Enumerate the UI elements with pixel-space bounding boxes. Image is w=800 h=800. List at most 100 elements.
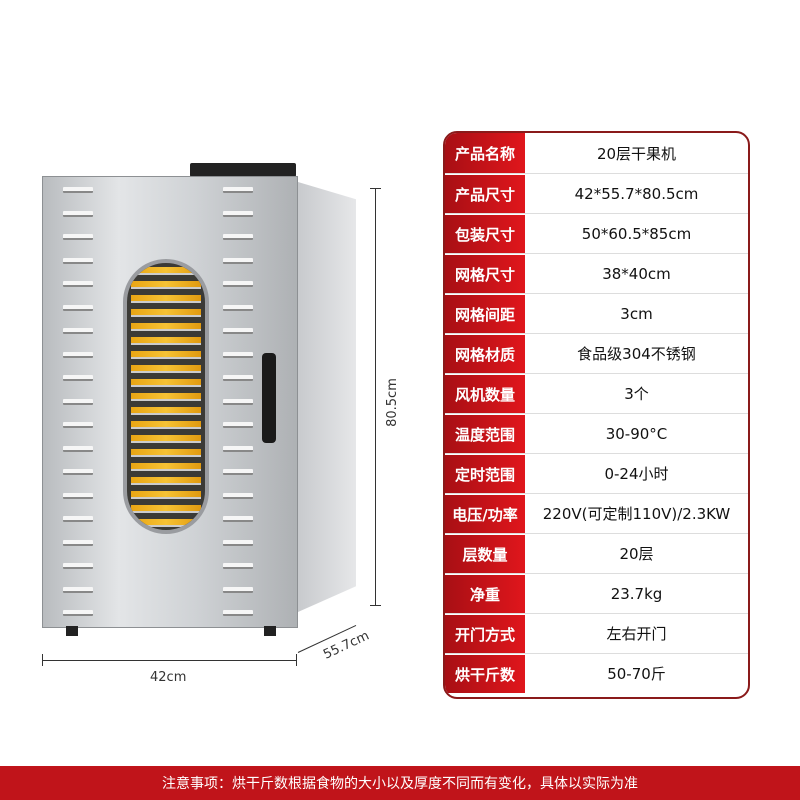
spec-value: 3cm xyxy=(620,304,653,323)
spec-value: 42*55.7*80.5cm xyxy=(574,184,699,203)
dim-tick xyxy=(296,654,297,666)
height-label: 80.5cm xyxy=(384,378,400,427)
dim-tick xyxy=(370,605,381,606)
machine-foot xyxy=(264,626,276,636)
vent-slot xyxy=(223,187,253,193)
vent-slot xyxy=(223,445,253,452)
footer-note: 注意事项：烘干斤数根据食物的大小以及厚度不同而有变化，具体以实际为准 xyxy=(0,766,800,800)
spec-value: 0-24小时 xyxy=(604,465,669,483)
spec-row: 包装尺寸 50*60.5*85cm xyxy=(445,213,748,253)
spec-row: 净重 23.7kg xyxy=(445,573,748,613)
drying-tray xyxy=(131,449,201,457)
vent-slot xyxy=(63,304,93,311)
vent-slot xyxy=(223,422,253,428)
vent-slot xyxy=(223,586,253,593)
machine-window xyxy=(123,259,209,534)
drying-tray xyxy=(131,421,201,429)
spec-label: 开门方式 xyxy=(445,614,525,653)
vent-slot xyxy=(63,563,93,569)
vent-slot xyxy=(63,398,93,405)
spec-label: 层数量 xyxy=(445,534,525,573)
drying-tray xyxy=(131,393,201,401)
vent-slot xyxy=(63,234,93,240)
vent-slot xyxy=(63,539,93,546)
vent-slot xyxy=(63,610,93,616)
vent-slot xyxy=(223,375,253,381)
drying-tray xyxy=(131,351,201,359)
vent-slot xyxy=(63,586,93,593)
spec-row: 温度范围 30-90°C xyxy=(445,413,748,453)
drying-tray xyxy=(131,365,201,373)
vent-slot xyxy=(223,398,253,405)
vent-slot xyxy=(63,516,93,522)
spec-label: 产品名称 xyxy=(445,133,525,173)
drying-tray xyxy=(131,309,201,317)
vent-slot xyxy=(223,351,253,358)
width-label: 42cm xyxy=(150,670,187,685)
spec-row: 定时范围 0-24小时 xyxy=(445,453,748,493)
vent-slot xyxy=(63,281,93,287)
width-dimension-line xyxy=(42,660,296,661)
spec-label: 网格尺寸 xyxy=(445,254,525,293)
vent-slot xyxy=(63,375,93,381)
drying-tray xyxy=(131,505,201,513)
drying-tray xyxy=(131,295,201,303)
drying-tray xyxy=(131,379,201,387)
spec-value: 20层 xyxy=(619,545,654,563)
depth-label: 55.7cm xyxy=(321,628,372,663)
drying-tray xyxy=(131,337,201,345)
vent-slot xyxy=(63,445,93,452)
vent-slot xyxy=(223,610,253,616)
spec-label: 烘干斤数 xyxy=(445,654,525,693)
spec-label: 净重 xyxy=(445,574,525,613)
spec-value: 50-70斤 xyxy=(607,665,666,683)
drying-tray xyxy=(131,323,201,331)
vent-slot xyxy=(223,328,253,334)
drying-tray xyxy=(131,281,201,289)
spec-value: 220V(可定制110V)/2.3KW xyxy=(542,505,731,523)
machine-foot xyxy=(66,626,78,636)
vent-slot xyxy=(63,422,93,428)
spec-row: 烘干斤数 50-70斤 xyxy=(445,653,748,693)
spec-row: 电压/功率 220V(可定制110V)/2.3KW xyxy=(445,493,748,533)
door-handle xyxy=(262,353,276,443)
vent-slot xyxy=(63,257,93,264)
vent-slot xyxy=(223,492,253,499)
spec-value: 20层干果机 xyxy=(596,144,677,163)
vent-slot xyxy=(63,187,93,193)
machine-side xyxy=(298,182,356,612)
vent-slot xyxy=(223,469,253,475)
spec-label: 风机数量 xyxy=(445,374,525,413)
spec-label: 定时范围 xyxy=(445,454,525,493)
vent-slot xyxy=(223,281,253,287)
vent-slot xyxy=(223,516,253,522)
vent-slot xyxy=(223,234,253,240)
vent-slot xyxy=(63,328,93,334)
spec-value: 50*60.5*85cm xyxy=(581,224,692,243)
vent-slot xyxy=(223,210,253,217)
spec-row: 产品名称 20层干果机 xyxy=(445,133,748,173)
vent-slot xyxy=(63,492,93,499)
spec-row: 层数量 20层 xyxy=(445,533,748,573)
spec-value: 38*40cm xyxy=(602,264,671,283)
spec-row: 网格材质食品级304不锈钢 xyxy=(445,333,748,373)
height-dimension-line xyxy=(375,188,376,606)
spec-label: 温度范围 xyxy=(445,414,525,453)
vent-slot xyxy=(63,469,93,475)
spec-table: 产品名称 20层干果机产品尺寸 42*55.7*80.5cm 包装尺寸 50*60.5*… xyxy=(443,131,750,699)
drying-tray xyxy=(131,435,201,443)
spec-value: 30-90°C xyxy=(605,424,668,443)
vent-slot xyxy=(63,210,93,217)
spec-label: 包装尺寸 xyxy=(445,214,525,253)
spec-row: 产品尺寸 42*55.7*80.5cm xyxy=(445,173,748,213)
spec-label: 网格材质 xyxy=(445,334,525,373)
vent-slot xyxy=(223,304,253,311)
drying-tray xyxy=(131,407,201,415)
dim-tick xyxy=(370,188,381,189)
spec-label: 电压/功率 xyxy=(445,494,525,533)
spec-value: 左右开门 xyxy=(606,625,667,643)
spec-label: 产品尺寸 xyxy=(445,174,525,213)
vent-slot xyxy=(223,563,253,569)
spec-value: 23.7kg xyxy=(610,584,663,603)
